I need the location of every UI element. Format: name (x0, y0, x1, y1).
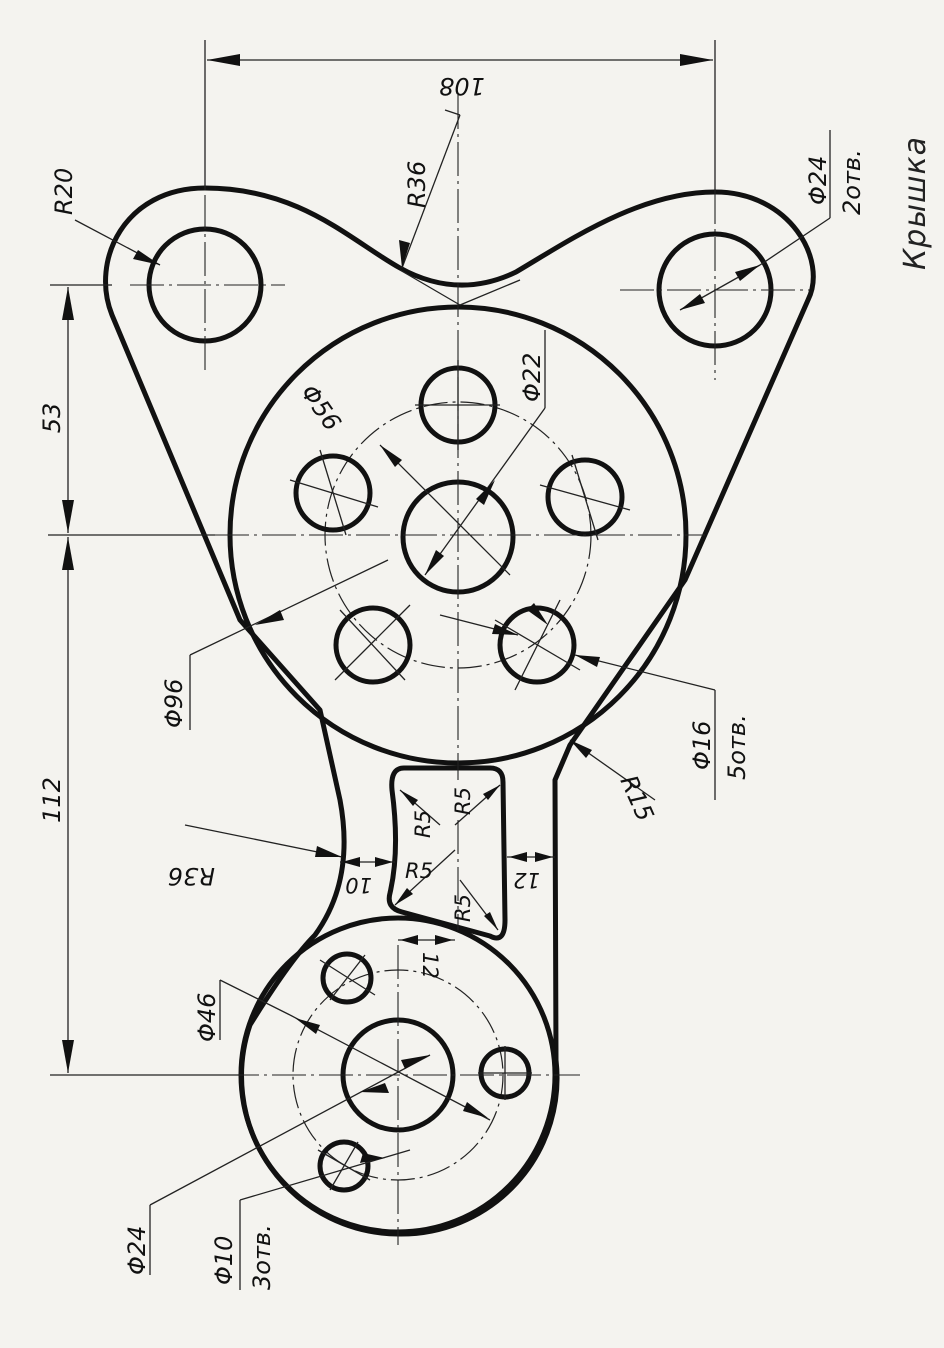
dim-phi16-count: 5отв. (723, 714, 751, 780)
dim-112: 112 (38, 777, 66, 823)
small-hole-4 (333, 605, 413, 685)
center-slot (386, 765, 508, 941)
bottom-hole-1 (320, 951, 374, 1005)
dim-phi16: Φ16 (688, 721, 716, 770)
dim-phi10: Φ10 (210, 1236, 238, 1285)
dim-phi56: Φ56 (295, 379, 346, 436)
dim-r36-side: R36 (168, 862, 215, 890)
dim-phi24-top-count: 2отв. (838, 149, 866, 215)
small-hole-2 (545, 457, 625, 537)
dim-r5-a: R5 (411, 810, 435, 838)
dim-r15: R15 (615, 771, 660, 826)
dim-phi24-bottom: Φ24 (123, 1226, 151, 1275)
dim-r5-c: R5 (405, 859, 433, 883)
dim-12-right: 12 (513, 868, 540, 892)
dim-108: 108 (439, 72, 485, 100)
dim-12-small: 12 (418, 952, 442, 979)
part-outline (103, 185, 816, 1237)
bottom-hole-3 (317, 1139, 371, 1193)
drawing-title: Крышка (898, 136, 933, 270)
dim-phi96: Φ96 (160, 679, 188, 728)
dim-phi24-top: Φ24 (804, 156, 832, 205)
dim-phi10-count: 3отв. (248, 1224, 276, 1290)
dim-phi22: Φ22 (518, 353, 546, 402)
dim-r36-top: R36 (403, 161, 431, 208)
small-hole-5 (293, 453, 373, 533)
dim-r5-d: R5 (451, 894, 475, 922)
dim-phi46: Φ46 (193, 993, 221, 1042)
dim-r20: R20 (50, 168, 78, 215)
dim-10: 10 (345, 873, 372, 897)
dim-53: 53 (38, 403, 66, 434)
dim-r5-b: R5 (451, 787, 475, 815)
